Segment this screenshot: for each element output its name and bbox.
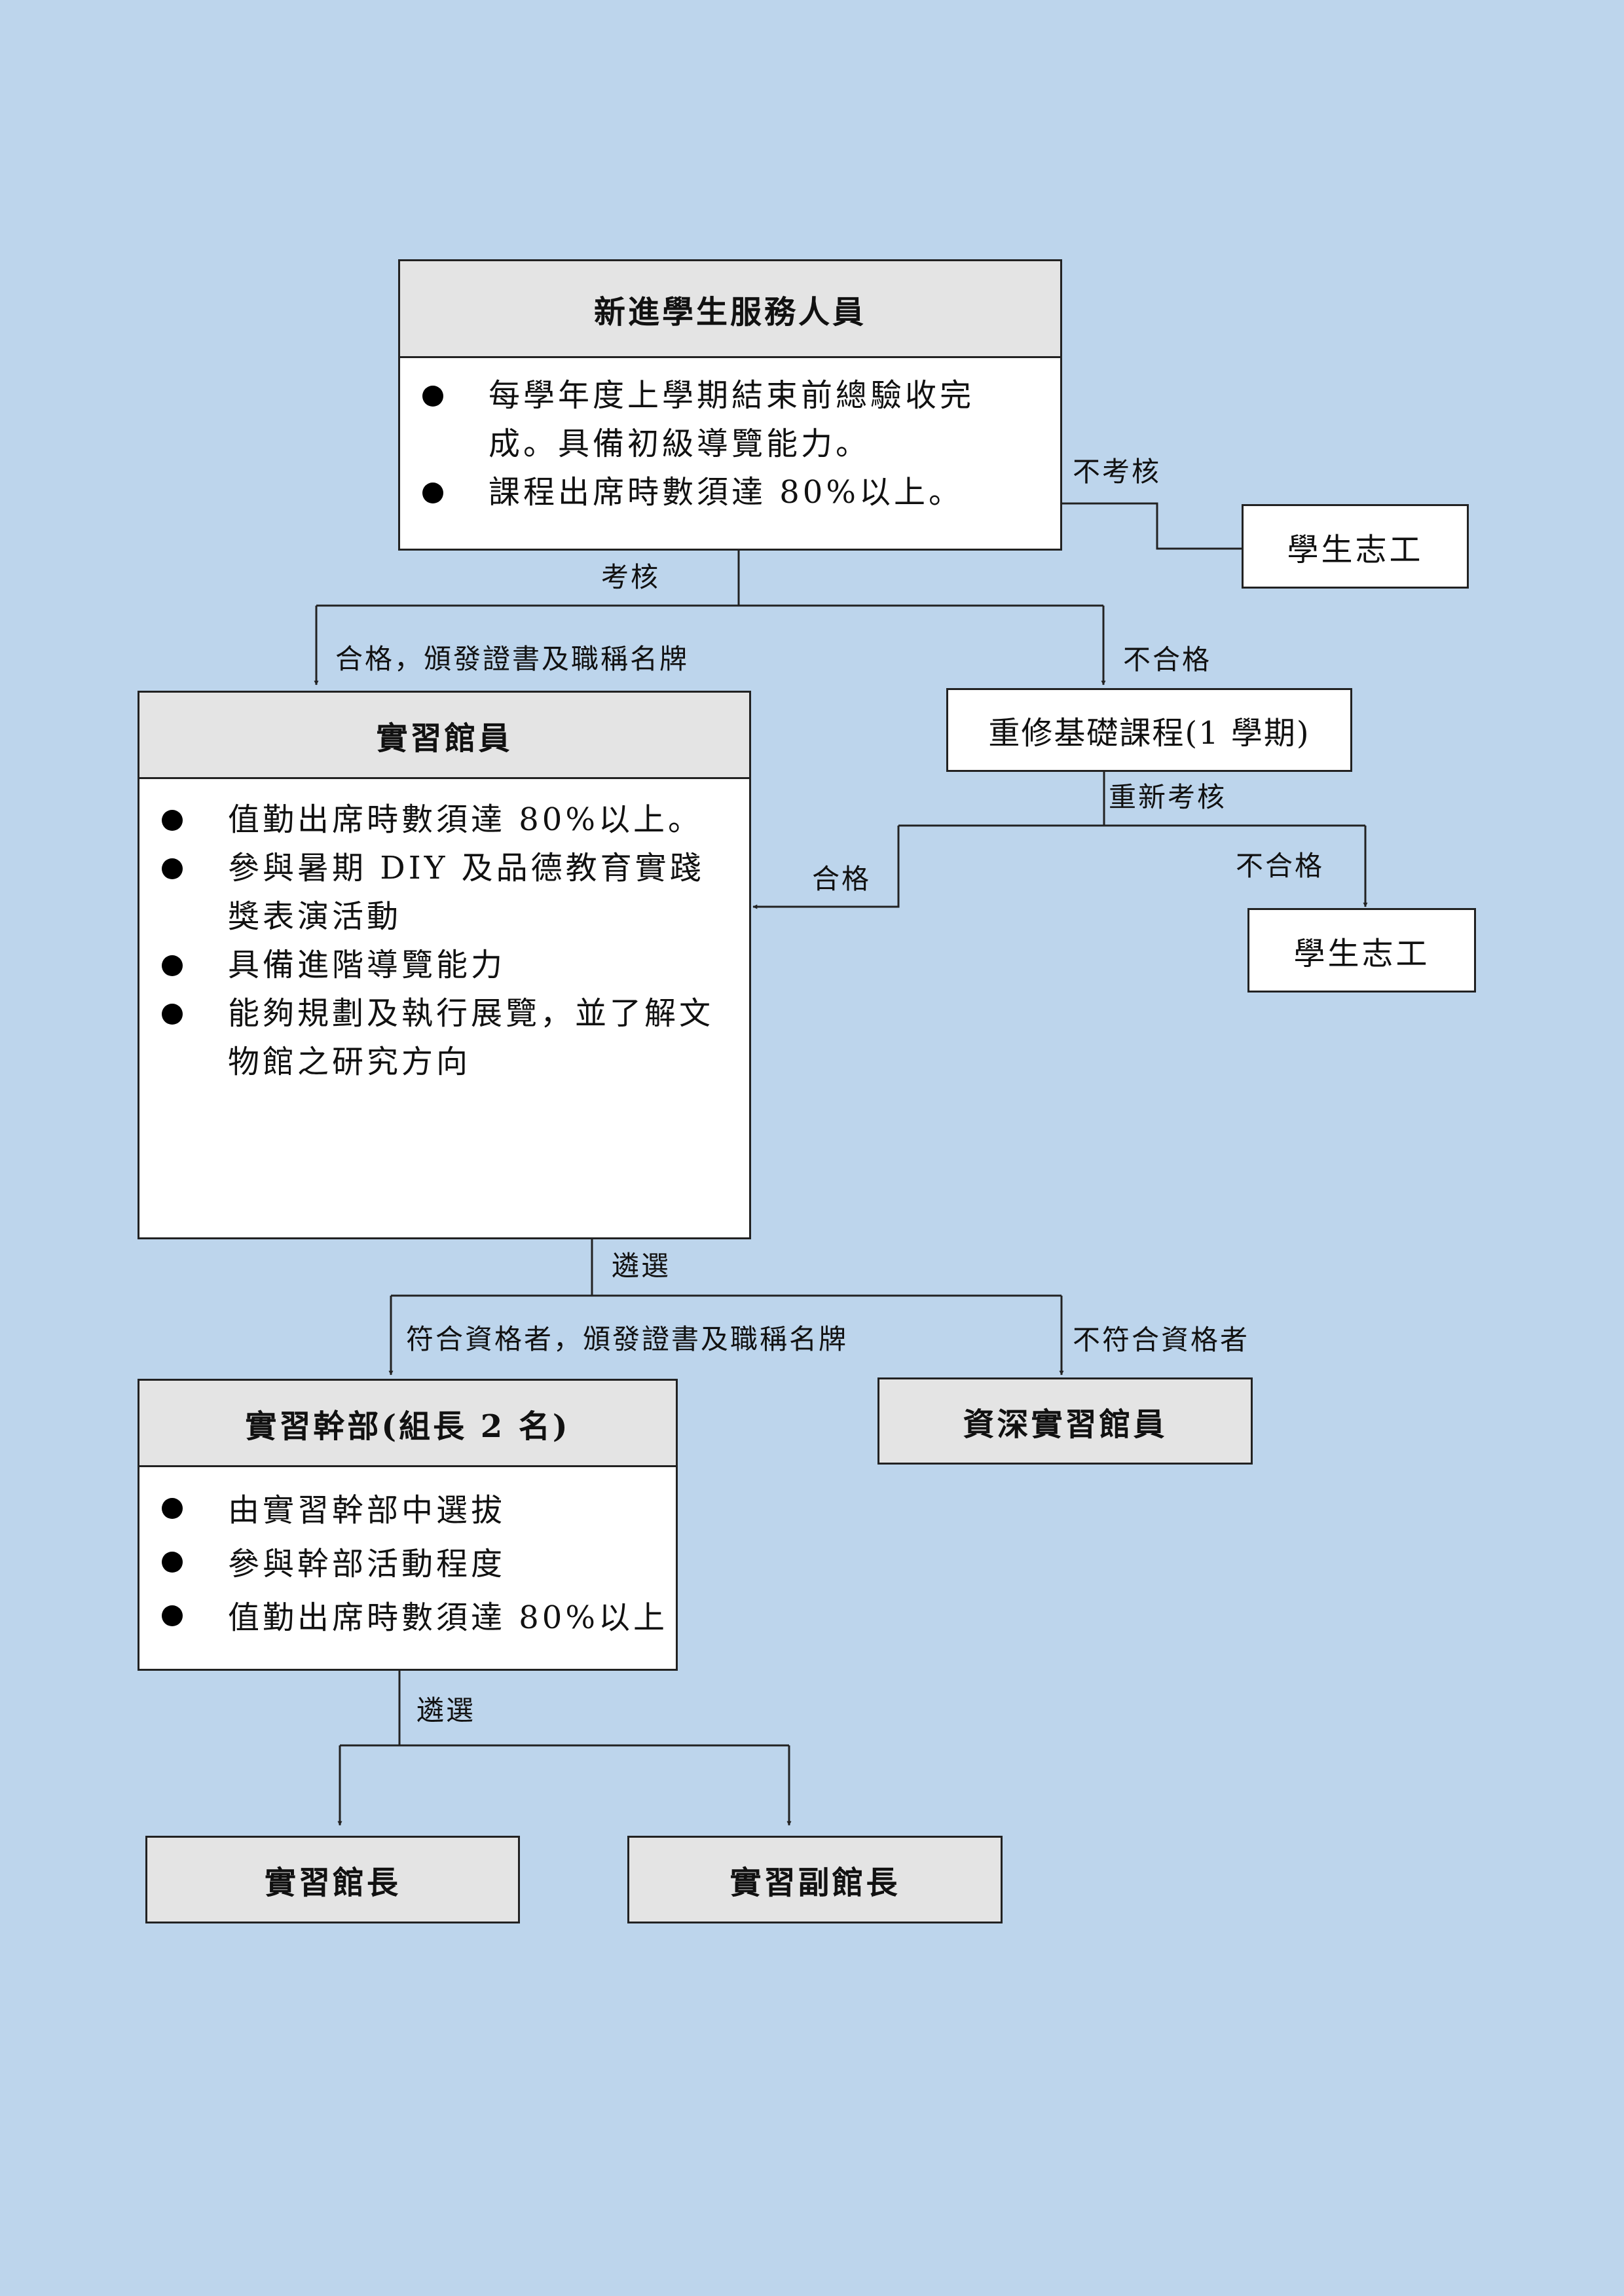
list-item: 值勤出席時數須達 80%以上。 (139, 795, 723, 844)
node-deputy: 實習副館長 (627, 1836, 1003, 1923)
node-intern: 實習館員 值勤出席時數須達 80%以上。 參與暑期 DIY 及品德教育實踐獎表演… (138, 691, 751, 1239)
edge-pass-back (752, 826, 900, 909)
node-director-title: 實習館長 (264, 1865, 401, 1901)
node-intern-title: 實習館員 (139, 693, 749, 779)
list-item: 參與暑期 DIY 及品德教育實踐獎表演活動 (139, 844, 723, 941)
node-director: 實習館長 (145, 1836, 520, 1923)
node-retake-title: 重修基礎課程(1 學期) (988, 715, 1310, 752)
node-volunteer-2-title: 學生志工 (1293, 935, 1430, 972)
list-item: 值勤出席時數須達 80%以上 (139, 1591, 676, 1645)
node-new-staff-title: 新進學生服務人員 (400, 261, 1060, 358)
node-volunteer-1: 學生志工 (1242, 504, 1469, 589)
node-cadre: 實習幹部(組長 2 名) 由實習幹部中選拔 參與幹部活動程度 值勤出席時數須達 … (138, 1379, 678, 1671)
node-senior-intern-title: 資深實習館員 (963, 1406, 1168, 1443)
list-item: 具備進階導覽能力 (139, 941, 723, 989)
list-item: 每學年度上學期結束前總驗收完成。具備初級導覽能力。 (400, 371, 1021, 468)
label-no-assess: 不考核 (1073, 456, 1162, 488)
label-qualified: 符合資格者，頒發證書及職稱名牌 (406, 1323, 849, 1355)
node-new-staff: 新進學生服務人員 每學年度上學期結束前總驗收完成。具備初級導覽能力。 課程出席時… (398, 259, 1062, 551)
node-volunteer-1-title: 學生志工 (1287, 531, 1424, 568)
list-item: 能夠規劃及執行展覽，並了解文物館之研究方向 (139, 989, 723, 1086)
label-select-1: 遴選 (612, 1250, 671, 1282)
list-item: 由實習幹部中選拔 (139, 1484, 676, 1537)
label-fail-2: 不合格 (1236, 850, 1325, 882)
label-unqualified: 不符合資格者 (1073, 1324, 1250, 1356)
label-select-2: 遴選 (416, 1694, 476, 1726)
label-fail-1: 不合格 (1123, 644, 1212, 676)
node-intern-list: 值勤出席時數須達 80%以上。 參與暑期 DIY 及品德教育實踐獎表演活動 具備… (139, 779, 749, 1086)
label-assess: 考核 (601, 561, 661, 593)
node-retake: 重修基礎課程(1 學期) (946, 688, 1352, 772)
node-new-staff-list: 每學年度上學期結束前總驗收完成。具備初級導覽能力。 課程出席時數須達 80%以上… (400, 358, 1060, 517)
node-volunteer-2: 學生志工 (1247, 908, 1476, 993)
edge-no-assess (1062, 502, 1242, 550)
list-item: 參與幹部活動程度 (139, 1537, 676, 1591)
node-deputy-title: 實習副館長 (729, 1865, 900, 1901)
node-cadre-list: 由實習幹部中選拔 參與幹部活動程度 值勤出席時數須達 80%以上 (139, 1467, 676, 1645)
label-reassess: 重新考核 (1109, 781, 1227, 813)
label-pass-2: 合格 (812, 863, 872, 895)
node-cadre-title: 實習幹部(組長 2 名) (139, 1381, 676, 1467)
label-pass-cert: 合格，頒發證書及職稱名牌 (335, 643, 690, 675)
list-item: 課程出席時數須達 80%以上。 (400, 468, 1021, 517)
node-senior-intern: 資深實習館員 (877, 1377, 1253, 1465)
